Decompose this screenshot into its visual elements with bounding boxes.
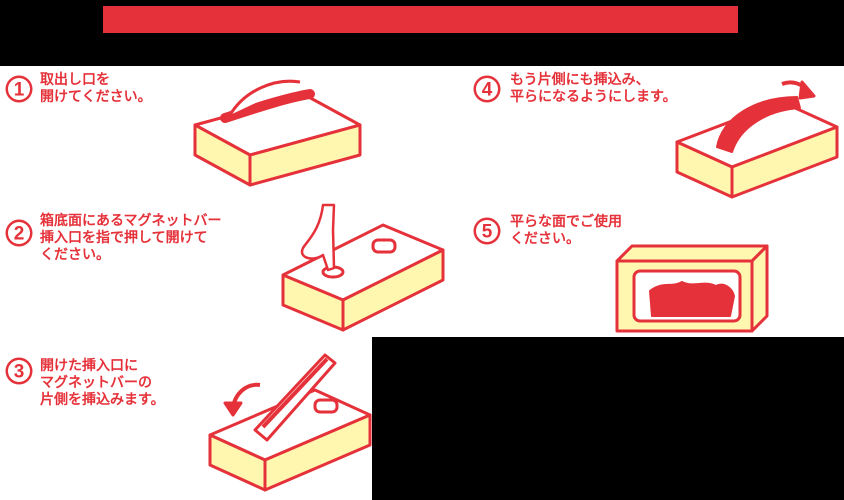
step-5-line-2: ください。 (510, 231, 580, 247)
step-5-line-1: 平らな面でご使用 (510, 214, 622, 230)
step-2-line-2: 挿入口を指で押して開けて (40, 230, 208, 246)
header-banner (103, 6, 738, 33)
step-1-line-2: 開けてください。 (40, 89, 152, 105)
svg-text:3: 3 (14, 362, 25, 383)
step-2-line-1: 箱底面にあるマグネットバー (40, 213, 222, 229)
step-5-text: 平らな面でご使用 ください。 (510, 214, 622, 248)
step-2-text: 箱底面にあるマグネットバー 挿入口を指で押して開けて ください。 (40, 213, 221, 264)
step-3-text: 開けた挿入口に マグネットバーの 片側を挿込みます。 (40, 358, 165, 409)
step-3-number: 3 (4, 356, 34, 386)
step-3-line-3: 片側を挿込みます。 (40, 392, 165, 408)
svg-text:2: 2 (14, 224, 25, 245)
step-2-line-3: ください。 (40, 247, 110, 263)
step-5-box-illustration (615, 244, 769, 333)
step-5-number: 5 (472, 216, 502, 246)
step-4-line-2: 平らになるようにします。 (510, 89, 677, 105)
step-4-number: 4 (472, 74, 502, 104)
step-1-text: 取出し口を 開けてください。 (40, 72, 152, 106)
step-1-number: 1 (4, 74, 34, 104)
step-2-number: 2 (4, 218, 34, 248)
step-4-line-1: もう片側にも挿込み、 (510, 72, 650, 88)
step-1-box-illustration (193, 79, 362, 187)
svg-text:4: 4 (482, 80, 493, 101)
svg-text:5: 5 (482, 222, 493, 243)
step-4-box-illustration (675, 80, 839, 199)
step-4-text: もう片側にも挿込み、 平らになるようにします。 (510, 72, 677, 106)
step-3-line-1: 開けた挿入口に (40, 358, 138, 374)
step-3-line-2: マグネットバーの (40, 375, 152, 391)
step-2-box-illustration (281, 203, 445, 332)
step-1-line-1: 取出し口を (40, 72, 110, 88)
step-3-box-illustration (208, 353, 372, 492)
svg-text:1: 1 (14, 80, 25, 101)
